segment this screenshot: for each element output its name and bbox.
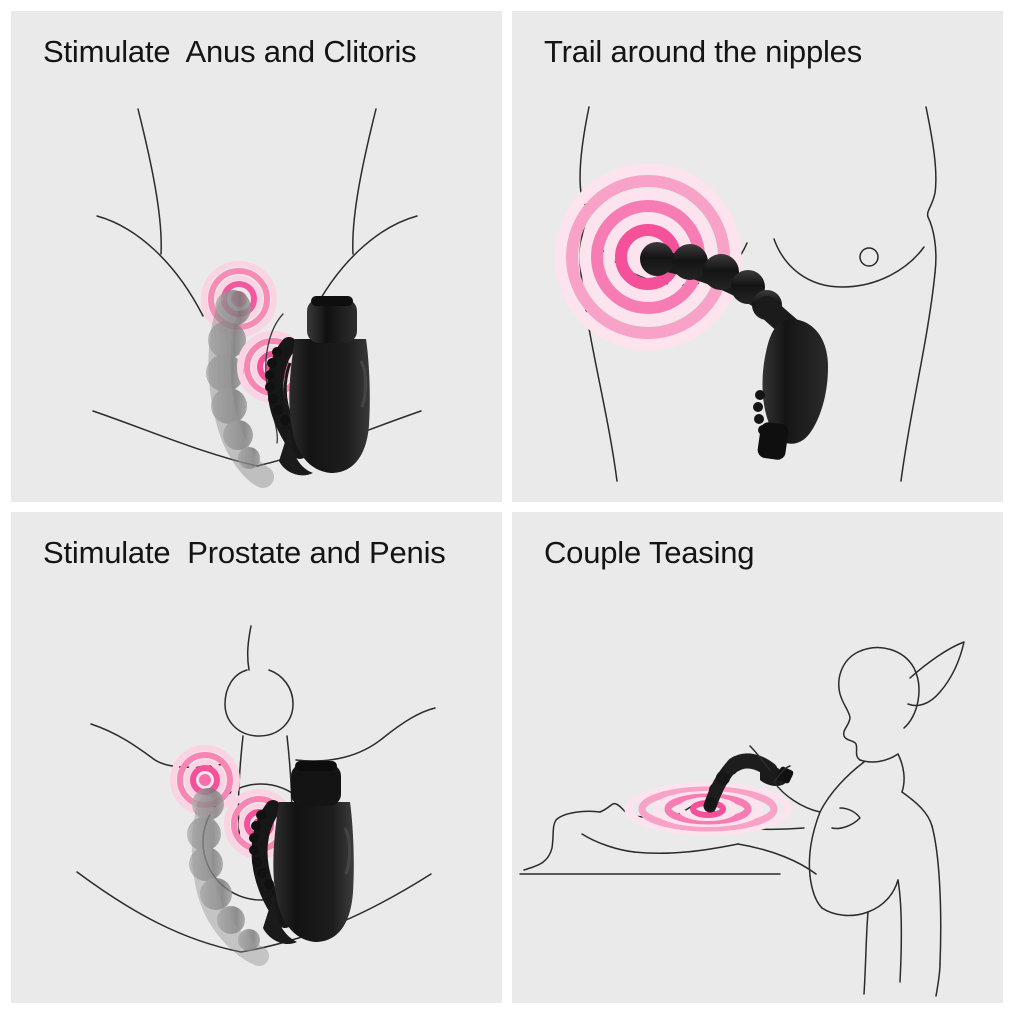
ghost-bead-chain (187, 788, 269, 966)
panel-prostate-penis[interactable]: Stimulate Prostate and Penis (11, 512, 502, 1003)
panel-title: Stimulate Prostate and Penis (43, 535, 446, 570)
illustration-anus-clitoris (92, 108, 422, 488)
ghost-bead-chain (206, 290, 274, 488)
device-beaded-vibrator (249, 761, 354, 945)
illustration-prostate-penis (76, 625, 436, 966)
illustration-couple-teasing (519, 641, 965, 997)
panel-nipples[interactable]: Trail around the nipples (512, 11, 1003, 502)
vibration-ring-couple (624, 782, 792, 836)
device-beaded-vibrator (640, 242, 828, 460)
panel-title: Stimulate Anus and Clitoris (43, 34, 417, 69)
device-beaded-vibrator (265, 296, 370, 476)
device-beaded-vibrator (703, 753, 794, 813)
panel-couple[interactable]: Couple Teasing (512, 512, 1003, 1003)
body-outline-male-pelvis (76, 625, 436, 953)
illustration-nipples (554, 106, 937, 482)
body-outline-standing-figure (749, 641, 965, 997)
panel-anus-clitoris[interactable]: Stimulate Anus and Clitoris (11, 11, 502, 502)
panel-title: Couple Teasing (544, 535, 755, 570)
panel-title: Trail around the nipples (544, 34, 863, 69)
